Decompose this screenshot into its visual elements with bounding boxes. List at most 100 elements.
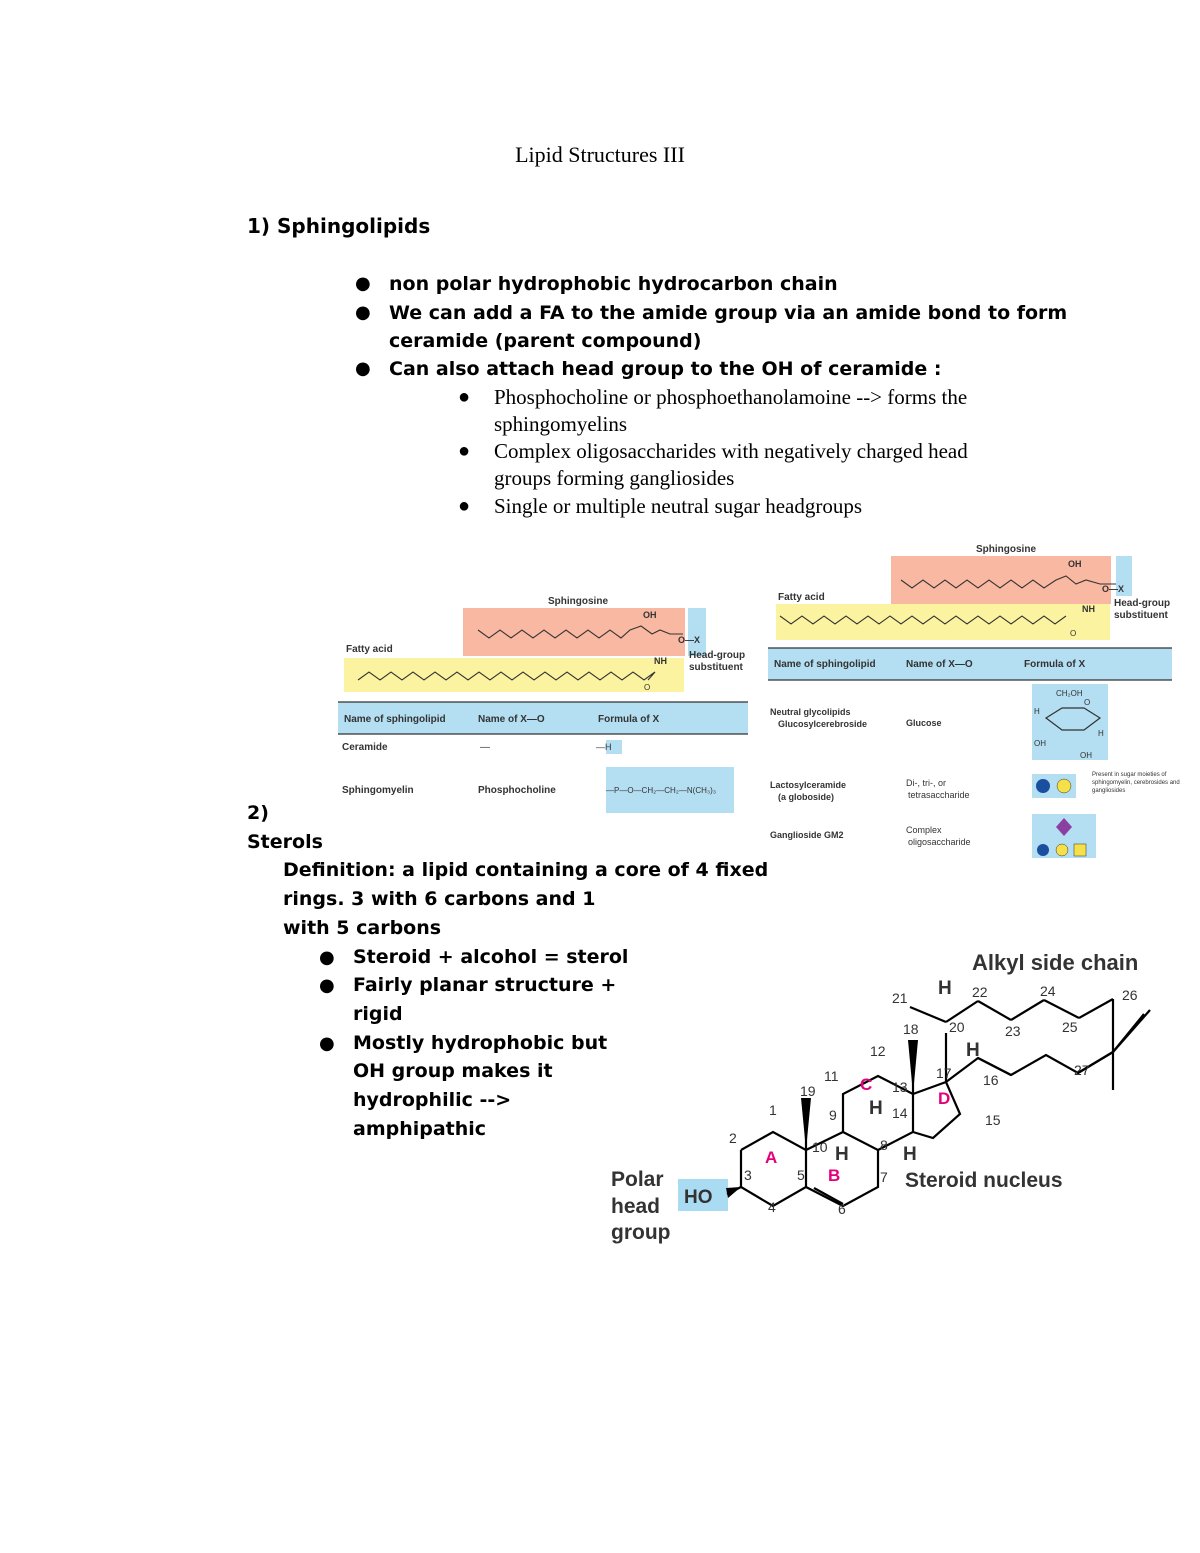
carbon-number: 1 xyxy=(769,1102,777,1118)
carbon-number: 7 xyxy=(880,1169,888,1185)
carbon-number: 8 xyxy=(880,1137,888,1153)
fatty-acid-label: Fatty acid xyxy=(778,592,825,603)
column-header: Name of sphingolipid xyxy=(344,714,446,725)
fatty-acid-label: Fatty acid xyxy=(346,644,393,655)
sphingosine-band xyxy=(463,608,685,656)
table-cell: Lactosylceramide xyxy=(770,780,846,790)
definition-line: rings. 3 with 6 carbons and 1 xyxy=(283,888,596,910)
table-cell: oligosaccharide xyxy=(908,837,971,847)
ring-label-b: B xyxy=(828,1166,840,1185)
bullet-dot: ● xyxy=(319,975,335,996)
glucose-symbol xyxy=(1036,779,1050,793)
head-group-band xyxy=(1116,556,1132,596)
carbon-number: 23 xyxy=(1005,1023,1021,1039)
carbon-number: 15 xyxy=(985,1112,1001,1128)
steroid-nucleus-label: Steroid nucleus xyxy=(905,1169,1063,1192)
hydrogen-label: H xyxy=(835,1144,849,1165)
bullet-dot: ● xyxy=(458,495,471,517)
table-cell: tetrasaccharide xyxy=(908,790,970,800)
ho-box xyxy=(678,1179,728,1211)
oh-label: OH xyxy=(643,610,657,620)
table-cell: Complex xyxy=(906,825,942,835)
carbon-number: 11 xyxy=(824,1068,839,1084)
carbon-number: 22 xyxy=(972,984,988,1000)
bullet-dot: ● xyxy=(458,440,471,462)
carbon-number: 6 xyxy=(838,1201,846,1217)
column-header: Name of X—O xyxy=(478,714,545,725)
section-heading: 1) Sphingolipids xyxy=(247,214,431,238)
bullet-dot: ● xyxy=(458,386,471,408)
o-label: O xyxy=(1070,629,1076,638)
sialic-acid-symbol xyxy=(1056,818,1072,836)
glucose-label: H xyxy=(1098,729,1104,738)
galactose-symbol xyxy=(1055,843,1069,857)
sphingosine-band xyxy=(891,556,1111,604)
column-header: Name of X—O xyxy=(906,659,973,670)
subbullet-item: ●Complex oligosaccharides with negativel… xyxy=(458,439,968,463)
table-cell: —H xyxy=(596,742,612,752)
hydrogen-label: H xyxy=(903,1144,917,1165)
wedge-bond xyxy=(726,1187,741,1198)
bullet-continuation: hydrophilic --> xyxy=(353,1089,512,1111)
ring-label-a: A xyxy=(765,1148,777,1167)
bullet-dot: ● xyxy=(355,273,371,294)
glucose-label: OH xyxy=(1080,751,1092,760)
polar-head-group-label: Polar xyxy=(611,1168,664,1191)
bullet-item: ●non polar hydrophobic hydrocarbon chain xyxy=(355,270,838,298)
table-header xyxy=(768,648,1172,680)
o-label: O xyxy=(644,683,650,692)
table-cell: —P—O—CH₂—CH₂—N(CH₃)₃ xyxy=(606,786,716,795)
sphingosine-chain xyxy=(900,575,1116,589)
head-group-band xyxy=(688,608,706,656)
subbullet-item: ●Phosphocholine or phosphoethanolamoine … xyxy=(458,385,968,409)
carbon-number: 19 xyxy=(800,1083,816,1099)
carbon-number: 3 xyxy=(744,1167,752,1183)
carbon-number: 5 xyxy=(797,1167,805,1183)
carbon-number: 16 xyxy=(983,1072,999,1088)
polar-head-group-label: head xyxy=(611,1195,660,1218)
formula-box xyxy=(606,767,734,813)
carbon-number: 27 xyxy=(1074,1062,1090,1078)
carbon-number: 4 xyxy=(768,1199,776,1215)
column-header: Formula of X xyxy=(598,714,659,725)
polar-head-group-label: group xyxy=(611,1221,670,1244)
sugar-note: sphingomyelin, cerebrosides and xyxy=(1092,780,1180,786)
formula-box xyxy=(606,740,622,754)
sphingosine-chain xyxy=(477,625,683,639)
sugar-note: Present in sugar moieties of xyxy=(1092,772,1167,778)
sphingosine-label: Sphingosine xyxy=(976,544,1036,555)
glucose-label: H xyxy=(1034,707,1040,716)
fatty-acid-chain xyxy=(779,615,1067,625)
carbon-number: 21 xyxy=(892,990,908,1006)
glucose-label: CH₂OH xyxy=(1056,689,1083,698)
bullet-dot: ● xyxy=(319,947,335,968)
table-cell: Ceramide xyxy=(342,742,388,753)
sugar-note: gangliosides xyxy=(1092,788,1125,794)
nh-label: NH xyxy=(1082,604,1095,614)
carbon-number: 12 xyxy=(870,1043,886,1059)
table-cell: Neutral glycolipids xyxy=(770,707,851,717)
carbon-number: 10 xyxy=(812,1139,828,1155)
section-number: 2) xyxy=(247,802,269,824)
substituent-label: substituent xyxy=(1114,610,1169,621)
carbon-number: 26 xyxy=(1122,987,1138,1003)
hydrogen-label: H xyxy=(966,1040,980,1061)
carbon-number: 24 xyxy=(1040,983,1056,999)
oh-label: OH xyxy=(1068,559,1082,569)
section-heading: Sterols xyxy=(247,831,323,853)
sphingosine-label: Sphingosine xyxy=(548,596,608,607)
bullet-dot: ● xyxy=(355,358,371,379)
table-cell: Phosphocholine xyxy=(478,785,556,796)
carbon-number: 25 xyxy=(1062,1019,1078,1035)
x-label: O—X xyxy=(678,635,700,645)
fatty-acid-band xyxy=(344,658,684,692)
head-group-label: Head-group xyxy=(689,650,745,661)
ring-label-c: C xyxy=(860,1075,872,1094)
subbullet-item: ●Single or multiple neutral sugar headgr… xyxy=(458,494,863,518)
subbullet-continuation: groups forming gangliosides xyxy=(494,466,735,490)
hydrogen-label: H xyxy=(869,1098,883,1119)
table-cell: — xyxy=(480,742,490,753)
table-cell: (a globoside) xyxy=(778,792,834,802)
wedge-bond xyxy=(801,1098,811,1150)
column-header: Name of sphingolipid xyxy=(774,659,876,670)
